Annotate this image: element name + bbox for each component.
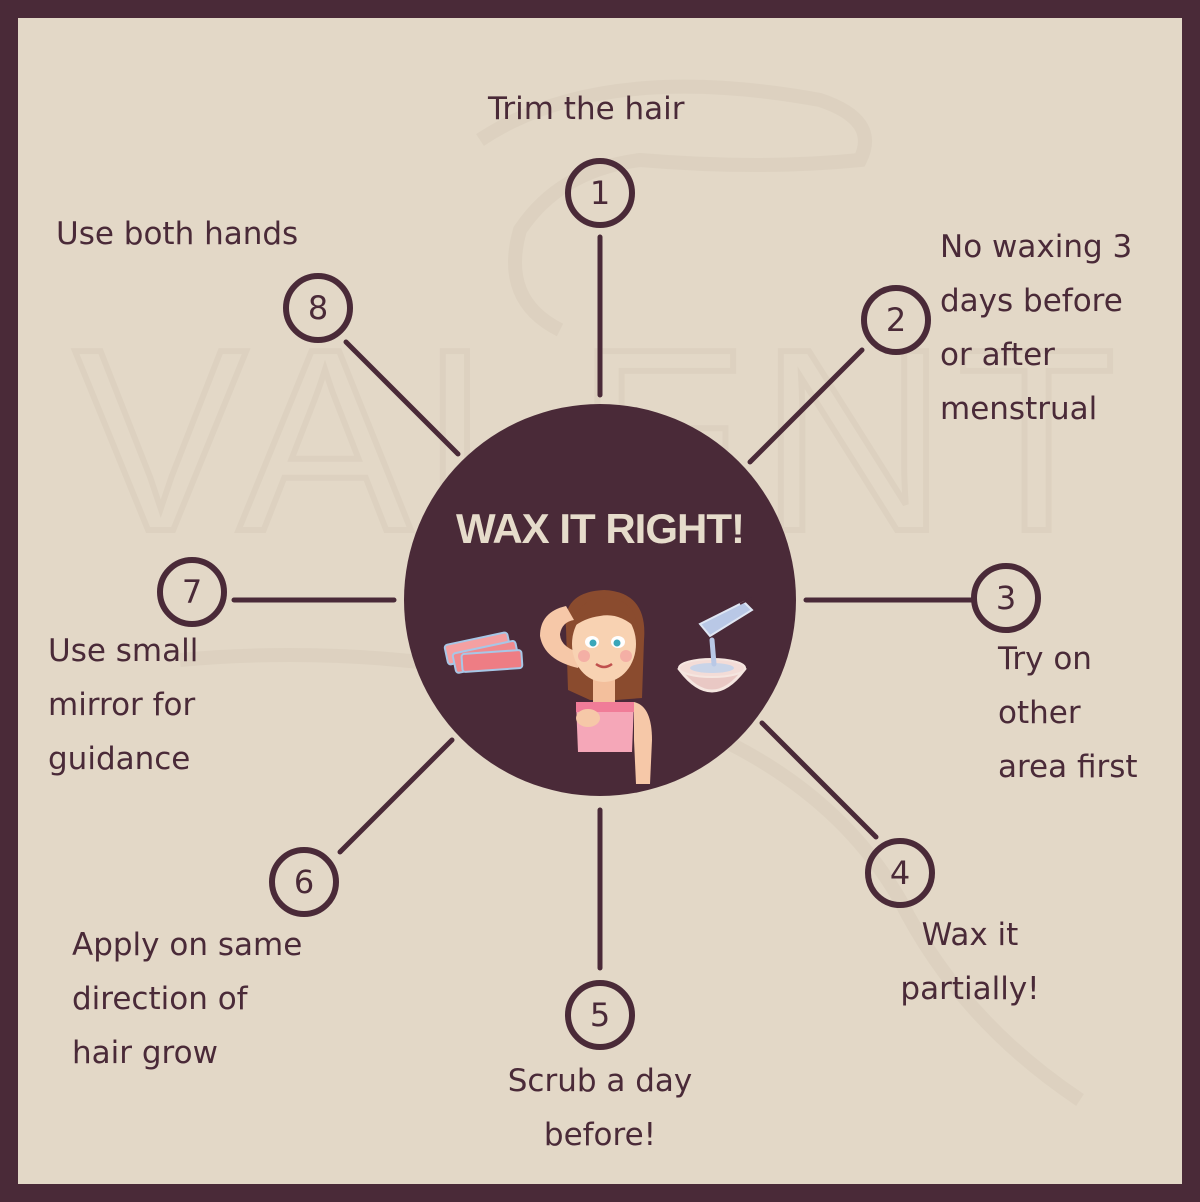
watermark-swirl-bottom — [179, 648, 1084, 1106]
badge-6 — [269, 847, 339, 917]
badge-number-7: 7 — [182, 573, 202, 611]
badge-5 — [565, 980, 635, 1050]
badge-number-8: 8 — [308, 289, 328, 327]
spoke-2 — [747, 347, 865, 465]
badge-number-1: 1 — [590, 174, 610, 212]
spoke-4 — [759, 720, 879, 840]
step-6-text: Apply on same direction of hair grow — [72, 927, 303, 1071]
step-5-text: Scrub a day before! — [507, 1063, 693, 1153]
badge-2 — [861, 285, 931, 355]
number-badges — [157, 158, 1041, 1050]
woman-illustration — [540, 590, 652, 784]
step-1-text: Trim the hair — [488, 91, 685, 127]
badge-number-2: 2 — [886, 301, 906, 339]
badge-number-4: 4 — [890, 854, 910, 892]
badge-4 — [865, 838, 935, 908]
badge-numbers: 1 2 3 4 5 6 7 8 — [182, 174, 1016, 1034]
badge-number-6: 6 — [294, 863, 314, 901]
wax-bowl-icon — [676, 597, 754, 693]
badge-1 — [565, 158, 635, 228]
step-4-text: Wax it partially! — [900, 917, 1040, 1007]
badge-7 — [157, 557, 227, 627]
step-8-text: Use both hands — [56, 216, 299, 252]
step-3-text: Try on other area first — [998, 641, 1138, 785]
badge-3 — [971, 563, 1041, 633]
wax-strips-icon — [443, 631, 524, 674]
watermark-swirl-top — [476, 79, 872, 337]
center-title: WAX IT RIGHT! — [456, 505, 745, 552]
badge-8 — [283, 273, 353, 343]
spoke-6 — [337, 737, 455, 855]
spoke-8 — [343, 339, 461, 457]
badge-number-3: 3 — [996, 579, 1016, 617]
step-2-text: No waxing 3 days before or after menstru… — [940, 229, 1133, 427]
step-7-text: Use small mirror for guidance — [48, 633, 199, 777]
spokes — [231, 234, 975, 971]
badge-number-5: 5 — [590, 996, 610, 1034]
